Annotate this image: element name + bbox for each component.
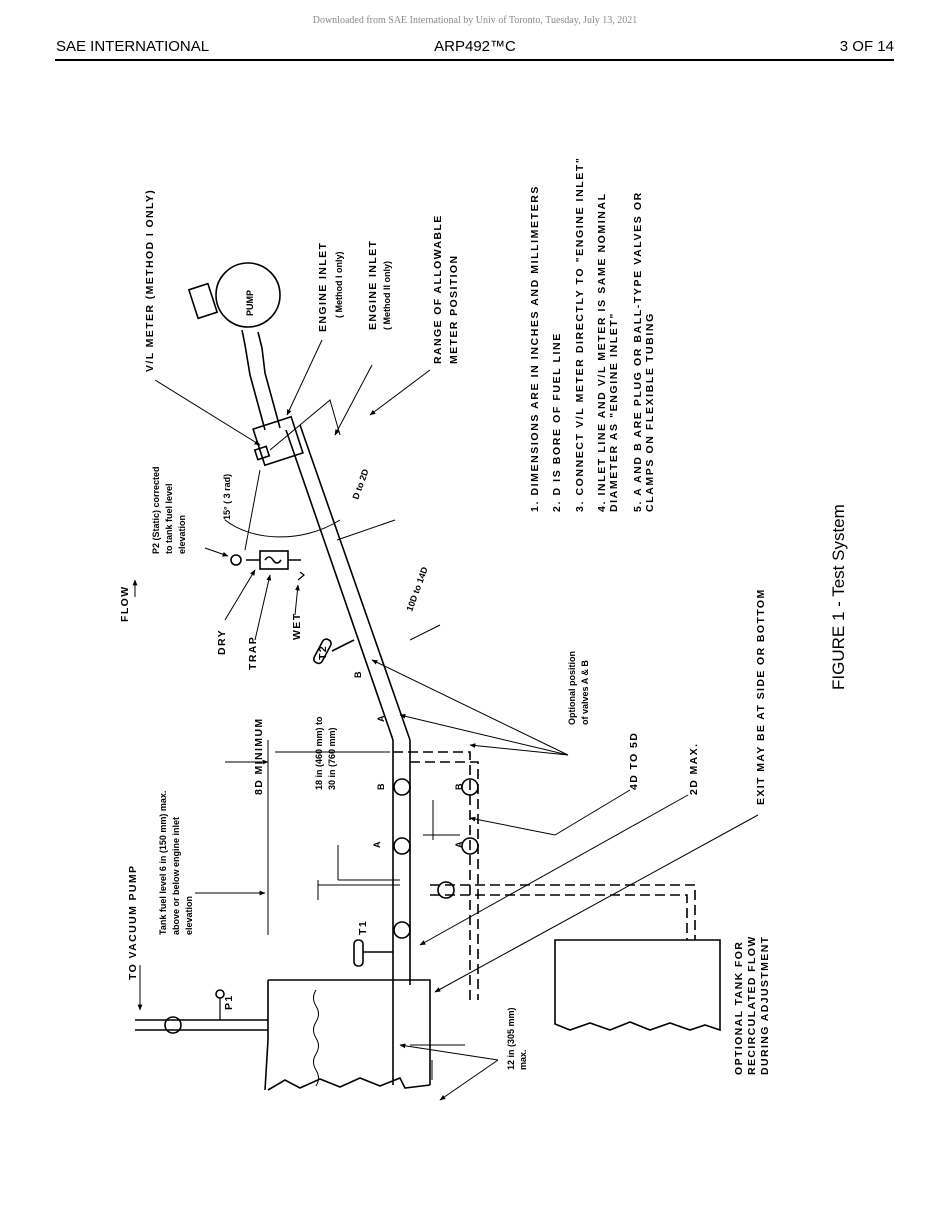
header-page-number: 3 OF 14 xyxy=(839,38,894,55)
t1-probe xyxy=(353,939,364,967)
label-tank-3: elevation xyxy=(184,896,194,935)
label-a-mid: A xyxy=(372,841,382,848)
label-tank-2: above or below engine inlet xyxy=(171,817,181,935)
header-publisher: SAE INTERNATIONAL xyxy=(56,38,210,55)
pump-body xyxy=(215,262,281,328)
label-to-vacuum-pump: TO VACUUM PUMP xyxy=(127,865,139,980)
label-p1: P1 xyxy=(223,994,235,1010)
label-wet: WET xyxy=(291,612,303,640)
trap-box xyxy=(259,550,289,570)
vacuum-line xyxy=(135,1019,268,1031)
label-8d-minimum: 8D MINIMUM xyxy=(253,717,265,795)
label-opt-tank-1: OPTIONAL TANK FOR xyxy=(733,941,745,1075)
note-3: 3. CONNECT V/L METER DIRECTLY TO "ENGINE… xyxy=(574,157,586,512)
label-b-mid: B xyxy=(376,783,386,790)
alternate-line-dashed xyxy=(393,751,696,1000)
label-18in-2: 30 in (760 mm) xyxy=(327,727,337,790)
tank-fuel-level xyxy=(313,989,319,1087)
label-engine-inlet-2-sub: ( Method II only) xyxy=(382,261,392,330)
label-range-1: RANGE OF ALLOWABLE xyxy=(432,214,444,364)
label-4d-5d: 4D TO 5D xyxy=(628,732,640,790)
note-5-cont: CLAMPS ON FLEXIBLE TUBING xyxy=(644,312,656,512)
header-document-id: ARP492™C xyxy=(434,38,516,55)
note-2: 2. D IS BORE OF FUEL LINE xyxy=(551,332,563,512)
label-b-low: B xyxy=(454,783,464,790)
optional-tank-outline xyxy=(554,939,721,1032)
label-p2-1: P2 (Static) corrected xyxy=(151,466,161,554)
label-t1: T1 xyxy=(357,920,369,935)
main-tank-outline xyxy=(264,979,431,1091)
label-a-upper: A xyxy=(376,715,386,722)
valve-a-alt xyxy=(461,837,479,855)
label-trap: TRAP xyxy=(247,636,259,670)
valve-recirc xyxy=(437,881,455,899)
label-engine-inlet-1: ENGINE INLET xyxy=(317,242,329,332)
note-1: 1. DIMENSIONS ARE IN INCHES AND MILLIMET… xyxy=(529,185,541,512)
label-12in-1: 12 in (305 mm) xyxy=(506,1007,516,1070)
outlet-pipe xyxy=(392,740,411,1085)
label-angle: 15° ( 3 rad) xyxy=(222,474,232,520)
label-d-2d: D to 2D xyxy=(350,467,370,500)
label-dry: DRY xyxy=(216,629,228,655)
valve-b-alt xyxy=(461,778,479,796)
label-12in-2: max. xyxy=(518,1049,528,1070)
t2-probe xyxy=(312,638,332,665)
pump-motor xyxy=(187,282,219,320)
label-optional-2: of valves A & B xyxy=(580,660,590,725)
line-to-pump xyxy=(241,329,281,431)
label-opt-tank-3: DURING ADJUSTMENT xyxy=(759,936,771,1076)
label-p2-3: elevation xyxy=(177,515,187,554)
figure-caption: FIGURE 1 - Test System xyxy=(829,504,848,690)
label-optional-1: Optional position xyxy=(567,651,577,725)
label-opt-tank-2: RECIRCULATED FLOW xyxy=(746,935,758,1075)
label-p2-2: to tank fuel level xyxy=(164,483,174,554)
note-4: 4. INLET LINE AND V/L METER IS SAME NOMI… xyxy=(596,192,608,512)
label-vl-meter: V/L METER (METHOD I ONLY) xyxy=(144,189,156,372)
fuel-line-diagonal xyxy=(285,424,411,741)
label-engine-inlet-2: ENGINE INLET xyxy=(367,240,379,330)
label-b-upper: B xyxy=(353,671,363,678)
label-2d-max: 2D MAX. xyxy=(688,743,700,795)
label-tank-1: Tank fuel level 6 in (150 mm) max. xyxy=(158,791,168,935)
valve-a xyxy=(393,837,411,855)
label-t2: T2 xyxy=(317,645,329,660)
vacuum-valve xyxy=(164,1016,182,1034)
p1-gauge xyxy=(215,989,225,999)
header-rule xyxy=(55,59,894,61)
label-engine-inlet-1-sub: ( Method I only) xyxy=(334,252,344,319)
download-watermark: Downloaded from SAE International by Uni… xyxy=(312,15,638,26)
label-flow: FLOW xyxy=(119,585,131,622)
vl-meter-box xyxy=(252,415,304,467)
valve-lower xyxy=(393,921,411,939)
label-pump: PUMP xyxy=(245,290,255,316)
note-5: 5. A AND B ARE PLUG OR BALL-TYPE VALVES … xyxy=(632,191,644,512)
label-18in-1: 18 in (460 mm) to xyxy=(314,716,324,790)
p2-gauge xyxy=(230,554,242,566)
label-exit: EXIT MAY BE AT SIDE OR BOTTOM xyxy=(755,588,767,805)
valve-b xyxy=(393,778,411,796)
label-a-low: A xyxy=(454,841,464,848)
note-4-cont: DIAMETER AS "ENGINE INLET" xyxy=(608,312,620,512)
label-range-2: METER POSITION xyxy=(448,255,460,364)
label-10d-14d: 10D to 14D xyxy=(404,565,429,613)
